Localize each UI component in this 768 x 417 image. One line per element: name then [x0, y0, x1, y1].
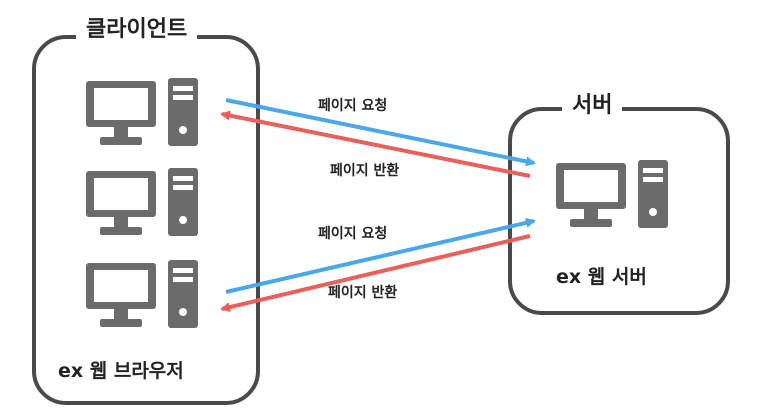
- client-computer-icon-2: [86, 168, 206, 244]
- response-label-1: 페이지 반환: [330, 163, 400, 179]
- client-computer-icon-1: [86, 78, 206, 154]
- desktop-computer-icon: [86, 168, 198, 236]
- server-computer-icon: [556, 160, 676, 236]
- request-label-2: 페이지 요청: [318, 226, 388, 242]
- response-arrow-2: [220, 234, 531, 313]
- server-caption: ex 웹 서버: [556, 266, 647, 288]
- request-label-1: 페이지 요청: [318, 98, 388, 114]
- server-title: 서버: [562, 93, 623, 119]
- desktop-computer-icon: [556, 160, 668, 228]
- request-arrow-1: [225, 98, 536, 167]
- client-computer-icon-3: [86, 260, 206, 336]
- desktop-computer-icon: [86, 260, 198, 328]
- request-arrow-2: [225, 217, 536, 294]
- desktop-computer-icon: [86, 78, 198, 146]
- response-label-2: 페이지 반환: [328, 285, 398, 301]
- client-caption: ex 웹 브라우저: [58, 360, 184, 382]
- client-title: 클라이언트: [76, 17, 198, 43]
- response-arrow-1: [220, 110, 531, 178]
